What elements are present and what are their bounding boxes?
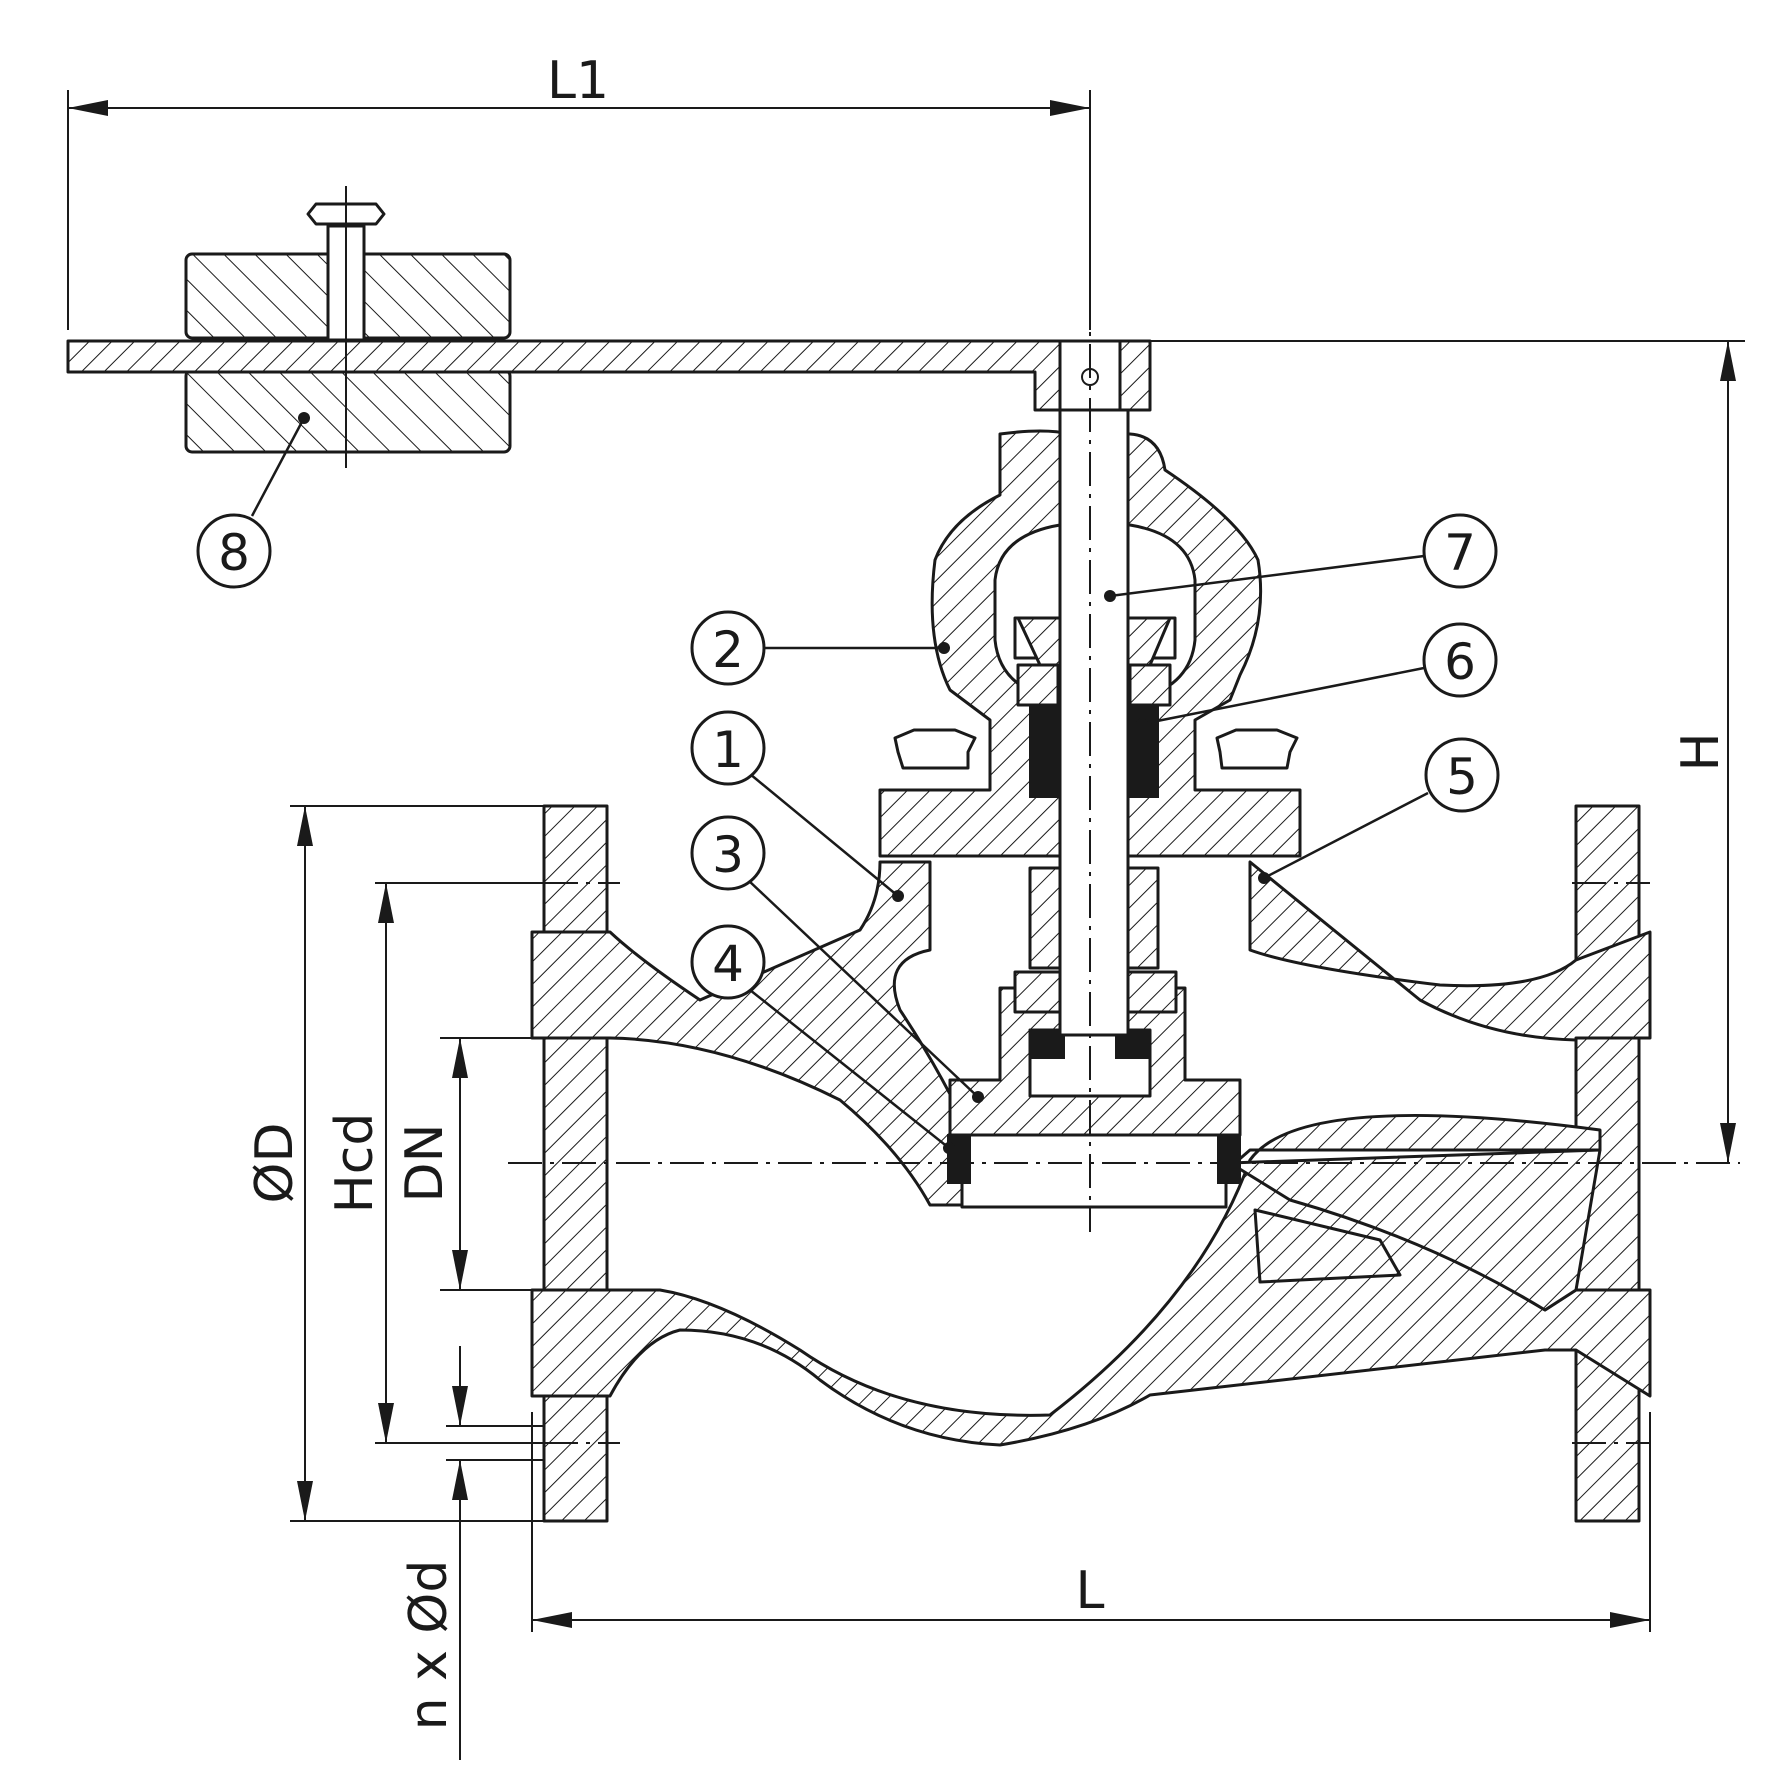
dim-label-hcd: Hcd bbox=[325, 1113, 385, 1214]
h-arrow-bottom bbox=[1720, 1123, 1736, 1163]
dn-arrow-top bbox=[452, 1038, 468, 1078]
packing-left bbox=[1029, 704, 1059, 798]
l1-arrow-left bbox=[68, 100, 108, 116]
stem-collar-right bbox=[1126, 970, 1178, 1014]
body-outlet-rib bbox=[1253, 1208, 1402, 1284]
callout-8-number: 8 bbox=[218, 524, 250, 582]
bonnet-bolt-right bbox=[1215, 728, 1299, 770]
stem-bushing-right bbox=[1126, 866, 1160, 970]
bolt-hole-arrow-top bbox=[452, 1386, 468, 1426]
od-arrow-bottom bbox=[297, 1481, 313, 1521]
callout-2-anchor bbox=[938, 642, 950, 654]
callout-2-number: 2 bbox=[712, 621, 744, 679]
callout-7-circle bbox=[1422, 513, 1498, 589]
dim-label-l: L bbox=[1076, 1561, 1105, 1621]
callout-4: 4 bbox=[690, 924, 955, 1154]
callout-5: 5 bbox=[1258, 737, 1500, 884]
od-arrow-top bbox=[297, 806, 313, 846]
body-outlet-channel bbox=[1228, 1148, 1602, 1312]
callout-7-anchor bbox=[1104, 590, 1116, 602]
bonnet-bolt-left bbox=[893, 728, 977, 770]
callout-1-circle bbox=[690, 710, 766, 786]
hcd-arrow-bottom bbox=[378, 1403, 394, 1443]
body-upper-right-wall bbox=[1248, 860, 1652, 1042]
stem-collar-left bbox=[1013, 970, 1065, 1014]
body-upper-left-wall bbox=[530, 860, 1002, 1207]
h-arrow-top bbox=[1720, 341, 1736, 381]
center-lines bbox=[508, 290, 1740, 1444]
dim-label-od: ØD bbox=[245, 1123, 305, 1204]
callout-7-number: 7 bbox=[1444, 524, 1476, 582]
callout-3: 3 bbox=[690, 815, 984, 1103]
counterweight-assembly bbox=[66, 186, 1152, 468]
bolt-hole-arrow-bottom bbox=[452, 1460, 468, 1500]
stem-bushing-left bbox=[1028, 866, 1062, 970]
dn-arrow-bottom bbox=[452, 1250, 468, 1290]
callout-5-leader bbox=[1263, 791, 1429, 880]
callout-4-leader bbox=[749, 989, 950, 1149]
part-callouts: 8 7 2 6 1 5 bbox=[196, 412, 1500, 1154]
callout-8: 8 bbox=[196, 412, 310, 589]
dim-label-bolt-holes: n x Ød bbox=[399, 1560, 459, 1731]
gland-bushing-right bbox=[1128, 663, 1172, 707]
callout-3-anchor bbox=[972, 1091, 984, 1103]
callout-6-anchor bbox=[1136, 718, 1148, 730]
disc-thread-left bbox=[1029, 1029, 1065, 1059]
callout-1: 1 bbox=[690, 710, 904, 902]
stem bbox=[1058, 408, 1130, 1037]
callout-5-anchor bbox=[1258, 872, 1270, 884]
callout-1-number: 1 bbox=[712, 721, 744, 779]
dimensions: L1 H L ØD Hcd DN bbox=[67, 51, 1745, 1760]
gland-bushing-left bbox=[1016, 663, 1060, 707]
callout-8-anchor bbox=[298, 412, 310, 424]
dim-label-h: H bbox=[1671, 732, 1731, 771]
callout-5-number: 5 bbox=[1446, 748, 1478, 806]
callout-3-number: 3 bbox=[712, 826, 744, 884]
dim-label-dn: DN bbox=[395, 1124, 455, 1203]
callout-4-anchor bbox=[943, 1142, 955, 1154]
dim-label-l1: L1 bbox=[547, 51, 609, 111]
seat-seal-left bbox=[947, 1134, 971, 1184]
callout-8-leader bbox=[250, 417, 306, 517]
counterweight-lower bbox=[184, 368, 512, 454]
callout-3-leader bbox=[747, 879, 979, 1098]
l-arrow-left bbox=[532, 1612, 572, 1628]
l1-arrow-right bbox=[1050, 100, 1090, 116]
callout-2-circle bbox=[690, 610, 766, 686]
callout-6-circle bbox=[1422, 622, 1498, 698]
seat-ring bbox=[960, 1133, 1228, 1209]
callout-7-leader bbox=[1109, 554, 1425, 598]
l-arrow-right bbox=[1610, 1612, 1650, 1628]
callout-6: 6 bbox=[1136, 622, 1498, 730]
hcd-arrow-top bbox=[378, 883, 394, 923]
callout-4-circle bbox=[690, 924, 766, 1000]
callout-8-circle bbox=[196, 513, 272, 589]
callout-5-circle bbox=[1424, 737, 1500, 813]
callout-6-number: 6 bbox=[1444, 633, 1476, 691]
callout-1-leader bbox=[749, 773, 899, 897]
callout-6-leader bbox=[1141, 666, 1425, 726]
stem-assembly bbox=[1016, 408, 1172, 1037]
seat-seal-right bbox=[1217, 1134, 1241, 1184]
disc-assembly bbox=[947, 866, 1242, 1209]
callout-3-circle bbox=[690, 815, 766, 891]
callout-7: 7 bbox=[1104, 513, 1498, 602]
callout-2: 2 bbox=[690, 610, 950, 686]
callout-1-anchor bbox=[892, 890, 904, 902]
callout-4-number: 4 bbox=[712, 935, 744, 993]
yoke-collar-left bbox=[1016, 616, 1062, 667]
